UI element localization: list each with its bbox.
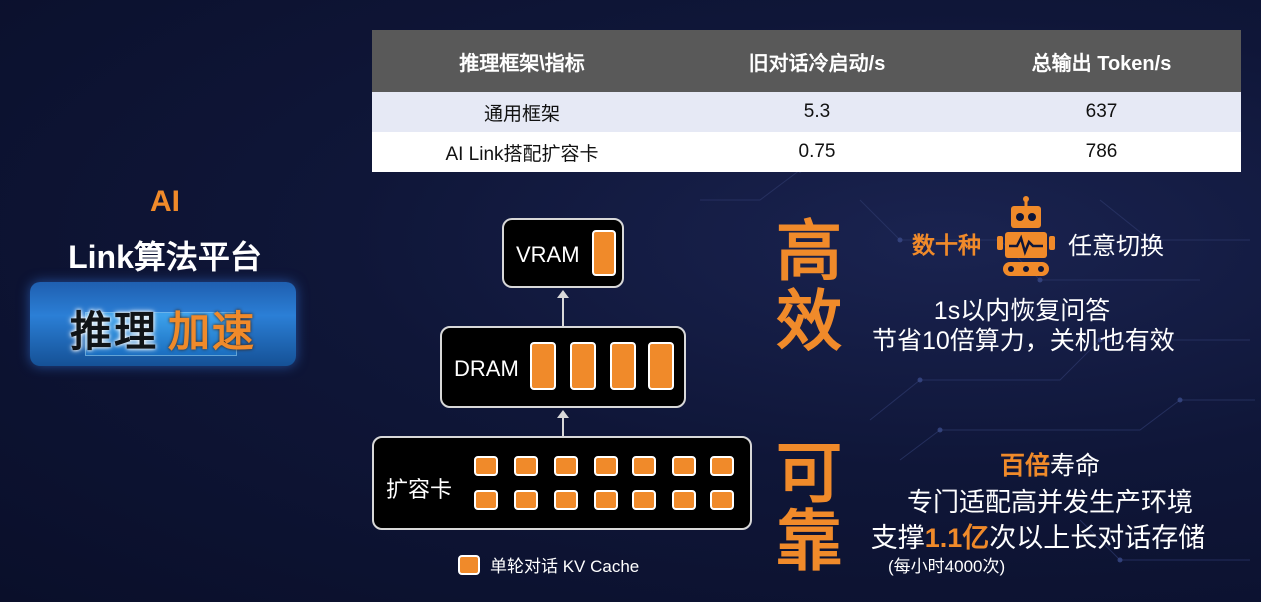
dram-label: DRAM xyxy=(454,356,519,381)
arrow-dram-to-vram xyxy=(557,290,569,326)
arrow-card-to-dram xyxy=(557,410,569,436)
expansion-card-label: 扩容卡 xyxy=(386,477,453,502)
reliable-line-1-rest: 寿命 xyxy=(1050,452,1101,480)
table-cell: 637 xyxy=(962,92,1241,132)
comparison-table: 推理框架\指标 旧对话冷启动/s 总输出 Token/s 通用框架 5.3 63… xyxy=(372,30,1241,172)
kv-cache-block xyxy=(648,342,674,390)
kv-cache-block xyxy=(592,230,616,276)
reliable-char-2: 靠 xyxy=(776,504,842,578)
legend-swatch xyxy=(458,554,480,575)
robot-icon xyxy=(997,196,1055,276)
efficient-switch-text: 任意切换 xyxy=(1068,233,1164,260)
platform-title: Link算法平台 xyxy=(68,239,262,275)
kv-cache-block xyxy=(632,456,656,476)
vram-label: VRAM xyxy=(516,242,580,267)
table-cell: 0.75 xyxy=(672,132,962,172)
kv-cache-block xyxy=(514,456,538,476)
kv-cache-block xyxy=(570,342,596,390)
efficient-line-2: 节省10倍算力，关机也有效 xyxy=(872,327,1175,355)
kv-cache-block xyxy=(672,490,696,510)
column-header: 总输出 Token/s xyxy=(962,30,1241,92)
kv-cache-block xyxy=(710,490,734,510)
reliable-line-1: 百倍寿命 xyxy=(850,446,1250,482)
table-cell: AI Link搭配扩容卡 xyxy=(372,132,672,172)
kv-cache-block xyxy=(710,456,734,476)
platform-title-ai: AI xyxy=(150,185,180,218)
efficient-line-1: 1s以内恢复问答 xyxy=(933,297,1111,325)
table-cell: 786 xyxy=(962,132,1241,172)
table-row: AI Link搭配扩容卡 0.75 786 xyxy=(372,132,1241,172)
kv-cache-block xyxy=(672,456,696,476)
banner-text-inference: 推理 xyxy=(69,308,158,355)
legend-label: 单轮对话 KV Cache xyxy=(490,557,640,576)
kv-cache-block xyxy=(632,490,656,510)
reliable-line-2: 专门适配高并发生产环境 xyxy=(906,487,1193,517)
inference-acceleration-banner: 推理加速 xyxy=(30,282,296,366)
reliable-line-4: (每小时4000次) xyxy=(888,557,1006,576)
table-cell: 通用框架 xyxy=(372,92,672,132)
kv-cache-block xyxy=(554,456,578,476)
reliable-char-1: 可 xyxy=(776,436,842,510)
kv-cache-block xyxy=(554,490,578,510)
kv-cache-block xyxy=(610,342,636,390)
kv-cache-block xyxy=(514,490,538,510)
efficient-highlight: 数十种 xyxy=(912,232,981,258)
reliable-line-3-post: 次以上长对话存储 xyxy=(989,523,1206,553)
reliable-line-3: 支撑1.1亿次以上长对话存储 xyxy=(838,516,1238,555)
chip-graphic xyxy=(85,312,237,356)
reliable-highlight-2: 1.1亿 xyxy=(924,523,990,553)
reliable-highlight-1: 百倍 xyxy=(999,452,1050,480)
kv-cache-block xyxy=(530,342,556,390)
diagram-legend: 单轮对话 KV Cache xyxy=(458,552,639,577)
table-cell: 5.3 xyxy=(672,92,962,132)
vram-box: VRAM xyxy=(502,218,624,288)
kv-cache-block xyxy=(594,456,618,476)
table-header-row: 推理框架\指标 旧对话冷启动/s 总输出 Token/s xyxy=(372,30,1241,92)
column-header: 旧对话冷启动/s xyxy=(672,30,962,92)
banner-text-acceleration: 加速 xyxy=(168,308,257,355)
kv-cache-block xyxy=(594,490,618,510)
reliable-line-3-pre: 支撑 xyxy=(870,523,925,553)
kv-cache-block xyxy=(474,490,498,510)
efficient-char-1: 高 xyxy=(776,214,842,288)
kv-cache-block xyxy=(474,456,498,476)
expansion-card-box: 扩容卡 xyxy=(372,436,752,530)
column-header: 推理框架\指标 xyxy=(372,30,672,92)
dram-box: DRAM xyxy=(440,326,686,408)
efficient-char-2: 效 xyxy=(776,284,842,358)
table-row: 通用框架 5.3 637 xyxy=(372,92,1241,132)
